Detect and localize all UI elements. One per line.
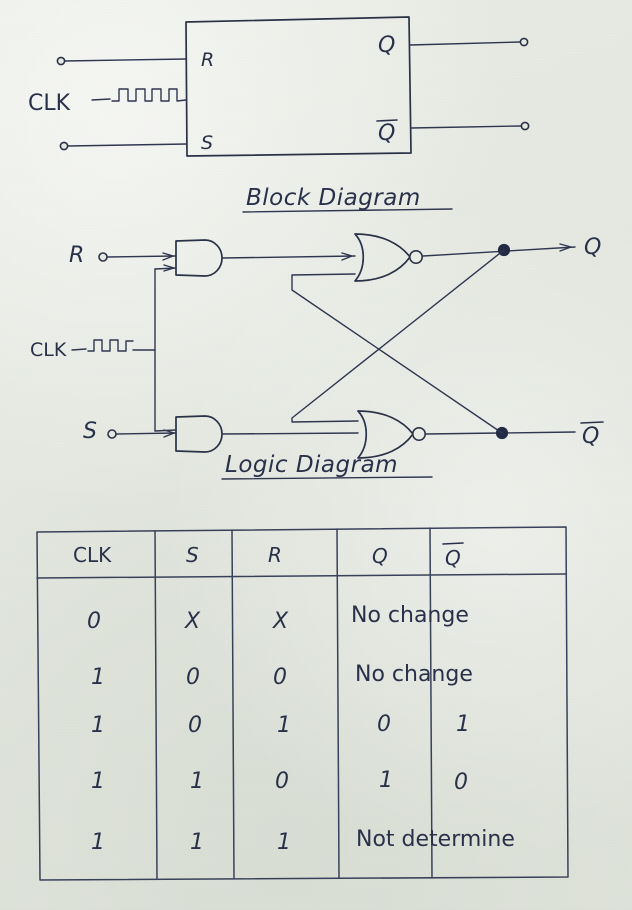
block-label-q: Q: [378, 33, 395, 58]
qbar-output-terminal: [520, 121, 530, 131]
table-row: 1 0 0 No change: [91, 662, 473, 690]
cell-s-r5: 1: [190, 830, 204, 855]
logic-r-terminal: [98, 252, 108, 262]
cell-span-r5: Not determine: [356, 827, 515, 852]
cell-r-r4: 0: [275, 769, 289, 794]
clk-to-and-top-arrow: [163, 264, 175, 272]
logic-clk-waveform-icon: [87, 339, 134, 352]
clk-waveform-icon: [111, 88, 187, 102]
cell-q-r4: 1: [379, 768, 393, 793]
table-row: 0 X X No change: [87, 603, 469, 634]
block-diagram-group: R S CLK Q Q Block Diagram: [28, 16, 530, 213]
logic-s-wire: [115, 432, 177, 435]
feedback-q-to-nor-bottom: [291, 249, 505, 423]
truth-table-header-rule: [36, 573, 567, 579]
truth-table-header-qbar-overbar: [442, 542, 464, 545]
logic-r-arrowhead: [162, 252, 174, 261]
block-label-r: R: [201, 49, 214, 71]
truth-table-group: CLK S R Q Q 0 X X No change 1 0 0 No cha…: [36, 526, 569, 881]
cell-s-r2: 0: [186, 665, 200, 690]
s-input-wire: [67, 143, 188, 147]
logic-label-clk: CLK: [30, 339, 67, 361]
truth-table-header-s: S: [186, 543, 199, 567]
truth-table-divider-1: [154, 530, 158, 880]
cell-clk-r5: 1: [91, 830, 105, 855]
cell-clk-r4: 1: [91, 769, 105, 794]
logic-diagram-group: R CLK S: [30, 233, 604, 480]
feedback-qbar-to-nor-top: [291, 273, 503, 434]
cell-span-r1: No change: [351, 603, 469, 628]
truth-table-header-clk: CLK: [73, 543, 112, 567]
cell-r-r1: X: [272, 609, 289, 634]
truth-table-divider-3: [336, 528, 340, 879]
r-input-terminal: [56, 56, 66, 66]
block-diagram-box: [185, 16, 412, 157]
truth-table-outer-border: [36, 526, 569, 881]
logic-s-arrowhead: [163, 429, 175, 438]
truth-table-divider-2: [231, 529, 235, 879]
and-top-to-nor-top-wire: [221, 255, 356, 259]
cell-clk-r2: 1: [91, 665, 105, 690]
logic-diagram-caption-underline: [221, 476, 433, 480]
and-gate-bottom: [175, 415, 223, 453]
cell-r-r3: 1: [277, 713, 291, 738]
cell-q-r3: 0: [377, 712, 391, 737]
clk-lead-dash: [91, 98, 111, 101]
and-top-to-nor-top-arrow: [341, 252, 353, 261]
cell-qbar-r4: 0: [454, 770, 468, 795]
table-row: 1 1 0 1 0: [91, 768, 468, 795]
block-label-clk: CLK: [28, 91, 71, 116]
logic-label-s: S: [83, 419, 97, 444]
block-label-qbar-overbar: [376, 119, 398, 122]
table-row: 1 1 1 Not determine: [91, 827, 515, 855]
q-output-wire: [409, 41, 521, 46]
logic-label-qbar: Q: [582, 424, 599, 449]
s-input-terminal: [59, 141, 69, 151]
cell-r-r5: 1: [277, 830, 291, 855]
nor-gate-bottom-input-cusp: [357, 410, 367, 459]
block-label-qbar: Q: [378, 121, 395, 146]
truth-table-header-r: R: [268, 543, 282, 567]
q-output-arrow: [559, 243, 572, 252]
cell-clk-r1: 0: [87, 609, 101, 634]
logic-label-q: Q: [584, 235, 601, 260]
logic-s-terminal: [107, 429, 117, 439]
block-diagram-caption: Block Diagram: [246, 185, 421, 211]
and-bottom-to-nor-bottom-wire: [221, 432, 359, 435]
cell-s-r3: 0: [188, 713, 202, 738]
r-input-wire: [64, 58, 187, 62]
and-gate-top: [175, 239, 223, 277]
cell-r-r2: 0: [273, 665, 287, 690]
truth-table-header-q: Q: [372, 544, 388, 568]
truth-table-divider-4: [429, 527, 433, 879]
logic-label-qbar-overbar: [580, 421, 604, 424]
logic-clk-lead-dash: [71, 348, 87, 351]
qbar-output-wire: [410, 125, 522, 129]
cell-s-r4: 1: [190, 769, 204, 794]
nor-gate-top-input-cusp: [354, 233, 364, 282]
nor-gate-top-bubble: [408, 250, 423, 265]
logic-r-wire: [106, 255, 177, 258]
cell-span-r2: No change: [355, 662, 473, 687]
block-diagram-caption-underline: [242, 208, 453, 213]
logic-label-r: R: [69, 243, 84, 268]
cell-qbar-r3: 1: [456, 712, 470, 737]
truth-table-header-qbar: Q: [445, 546, 461, 570]
logic-diagram-caption: Logic Diagram: [225, 452, 398, 478]
nor-gate-bottom-bubble: [411, 426, 426, 441]
cell-s-r1: X: [184, 609, 201, 634]
cell-clk-r3: 1: [91, 713, 105, 738]
table-row: 1 0 1 0 1: [91, 712, 470, 738]
q-output-terminal: [519, 37, 529, 47]
block-label-s: S: [201, 132, 213, 154]
